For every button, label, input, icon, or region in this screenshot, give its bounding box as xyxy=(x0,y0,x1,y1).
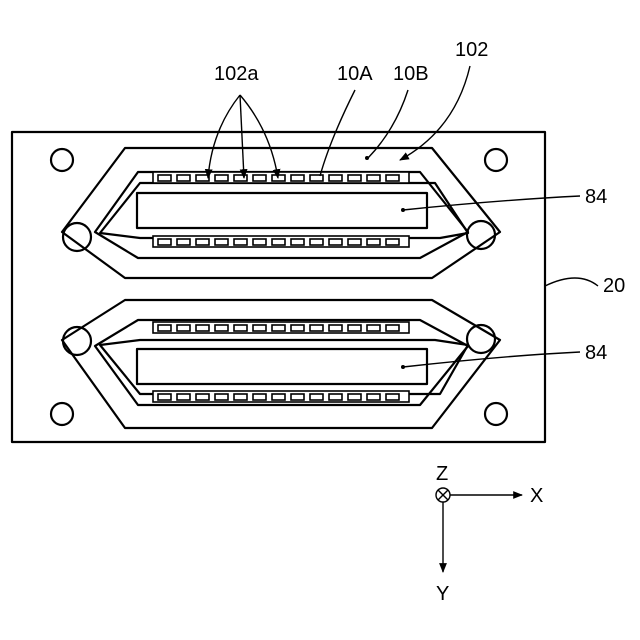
leader-102a xyxy=(208,95,240,178)
terminal-pad xyxy=(386,175,399,181)
terminal-pad xyxy=(215,175,228,181)
terminal-pad xyxy=(310,175,323,181)
terminal-pad xyxy=(329,325,342,331)
mounting-hole xyxy=(485,403,507,425)
connector-top xyxy=(62,148,500,278)
terminal-pad xyxy=(196,239,209,245)
terminal-pad xyxy=(272,394,285,400)
leader-dot xyxy=(365,156,369,160)
terminal-pad xyxy=(196,394,209,400)
terminal-pad xyxy=(234,175,247,181)
terminal-pad xyxy=(386,239,399,245)
terminal-pad xyxy=(177,239,190,245)
terminal-pad xyxy=(367,239,380,245)
terminal-pad xyxy=(253,239,266,245)
terminal-pad xyxy=(348,325,361,331)
leader-84 xyxy=(403,196,580,210)
label-84-top: 84 xyxy=(585,186,607,208)
label-20: 20 xyxy=(603,275,625,297)
terminal-pad xyxy=(272,175,285,181)
terminal-pad xyxy=(386,325,399,331)
label-10A: 10A xyxy=(337,63,373,85)
terminal-pad xyxy=(329,239,342,245)
terminal-pad xyxy=(234,239,247,245)
pad-row xyxy=(153,322,409,333)
leader-102a xyxy=(240,95,278,178)
mounting-hole xyxy=(485,149,507,171)
axis-indicator: Z X Y xyxy=(436,463,543,605)
pad-row xyxy=(153,391,409,402)
terminal-pad xyxy=(196,175,209,181)
axis-label-z: Z xyxy=(436,463,448,485)
terminal-pad xyxy=(196,325,209,331)
mounting-hole xyxy=(51,403,73,425)
label-102: 102 xyxy=(455,39,488,61)
axis-label-y: Y xyxy=(436,583,449,605)
terminal-pad xyxy=(215,239,228,245)
terminal-pad xyxy=(329,175,342,181)
terminal-pad xyxy=(291,394,304,400)
terminal-pad xyxy=(272,239,285,245)
insulator-body-84 xyxy=(137,349,427,384)
label-84-bottom: 84 xyxy=(585,342,607,364)
terminal-pad xyxy=(310,239,323,245)
axis-label-x: X xyxy=(530,485,543,507)
connector-tongue xyxy=(100,183,468,238)
label-10B: 10B xyxy=(393,63,429,85)
terminal-pad xyxy=(367,175,380,181)
leader-102a xyxy=(240,95,244,178)
terminal-pad xyxy=(291,239,304,245)
terminal-pad xyxy=(310,325,323,331)
leader-dot xyxy=(401,208,405,212)
terminal-pad xyxy=(291,175,304,181)
terminal-pad xyxy=(253,175,266,181)
terminal-pad xyxy=(177,394,190,400)
terminal-pad xyxy=(386,394,399,400)
terminal-pad xyxy=(348,394,361,400)
insulator-body-84 xyxy=(137,193,427,228)
pad-row xyxy=(153,172,409,183)
pad-row xyxy=(153,236,409,247)
terminal-pad xyxy=(234,394,247,400)
mounting-hole xyxy=(51,149,73,171)
leader-dot xyxy=(401,365,405,369)
terminal-pad xyxy=(348,175,361,181)
terminal-pad xyxy=(329,394,342,400)
label-102a: 102a xyxy=(214,63,259,85)
terminal-pad xyxy=(158,175,171,181)
terminal-pad xyxy=(367,325,380,331)
terminal-pad xyxy=(177,325,190,331)
terminal-pad xyxy=(253,325,266,331)
terminal-pad xyxy=(215,394,228,400)
terminal-pad xyxy=(272,325,285,331)
terminal-pad xyxy=(253,394,266,400)
terminal-pad xyxy=(348,239,361,245)
terminal-pad xyxy=(158,325,171,331)
terminal-pad xyxy=(234,325,247,331)
terminal-pad xyxy=(177,175,190,181)
terminal-pad xyxy=(158,394,171,400)
leader-20 xyxy=(545,278,598,286)
terminal-pad xyxy=(310,394,323,400)
leader-84 xyxy=(403,352,580,367)
terminal-pad xyxy=(291,325,304,331)
terminal-pad xyxy=(158,239,171,245)
terminal-pad xyxy=(367,394,380,400)
terminal-pad xyxy=(215,325,228,331)
